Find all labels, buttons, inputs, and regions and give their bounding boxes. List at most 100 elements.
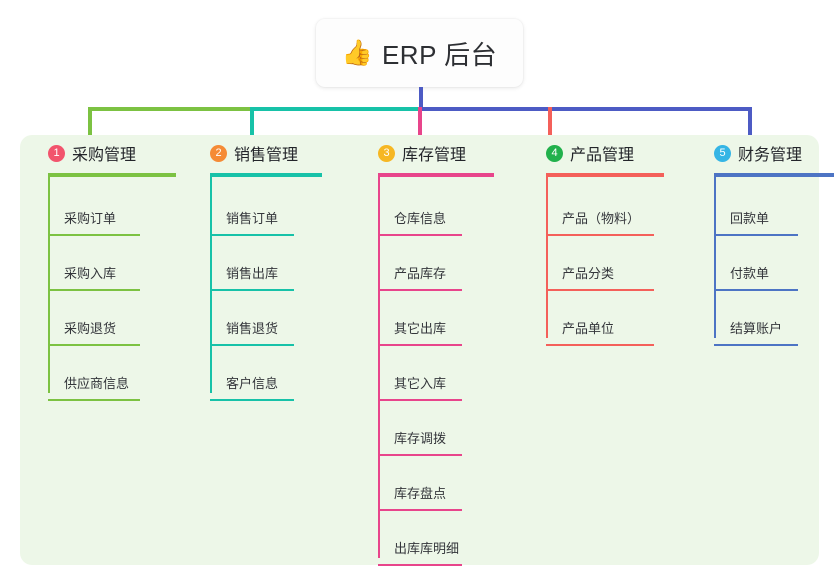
branch-item-rule: [378, 289, 462, 291]
drop-sales: [250, 107, 254, 141]
branch-item-label: 付款单: [730, 266, 770, 281]
branch-item-rule: [210, 289, 294, 291]
branch-title: 产品管理: [570, 147, 635, 164]
root-stem-connector: [419, 87, 423, 111]
branch-item[interactable]: 付款单: [714, 236, 808, 291]
branch-item-label: 其它入库: [394, 376, 447, 391]
branch-item-rule: [546, 234, 654, 236]
teal-segment: [250, 107, 422, 111]
branch-item-rule: [378, 564, 462, 566]
branch-column-2: 2 销售管理销售订单销售出库销售退货客户信息: [192, 135, 352, 401]
branch-item-rule: [714, 344, 798, 346]
branch-item-rule: [546, 289, 654, 291]
branch-item-label: 销售订单: [226, 211, 279, 226]
branch-item-label: 采购入库: [64, 266, 117, 281]
branch-header-3[interactable]: 3 库存管理: [360, 135, 520, 171]
branch-header-rule: [210, 173, 322, 177]
branch-header-rule: [378, 173, 494, 177]
branch-item[interactable]: 采购订单: [48, 181, 150, 236]
branch-column-1: 1 采购管理采购订单采购入库采购退货供应商信息: [30, 135, 190, 401]
branch-item-label: 仓库信息: [394, 211, 447, 226]
branch-item-rule: [378, 399, 462, 401]
branch-item-rule: [714, 234, 798, 236]
branch-item-label: 出库库明细: [394, 541, 460, 556]
branch-item-rule: [378, 234, 462, 236]
branch-item-label: 销售退货: [226, 321, 279, 336]
branch-item-label: 采购退货: [64, 321, 117, 336]
branch-spine: [714, 173, 716, 338]
branch-item[interactable]: 产品单位: [546, 291, 664, 346]
branch-item[interactable]: 产品库存: [378, 236, 472, 291]
branch-spine: [48, 173, 50, 393]
branch-item[interactable]: 产品分类: [546, 236, 664, 291]
branch-item-rule: [546, 344, 654, 346]
branch-item[interactable]: 出库库明细: [378, 511, 472, 566]
branches-panel: 1 采购管理采购订单采购入库采购退货供应商信息 2 销售管理销售订单销售出库销售退货客…: [20, 135, 834, 566]
branch-item-rule: [48, 344, 140, 346]
branch-item-label: 产品单位: [562, 321, 615, 336]
branch-header-2[interactable]: 2 销售管理: [192, 135, 352, 171]
branch-item-rule: [210, 344, 294, 346]
branch-item-label: 客户信息: [226, 376, 279, 391]
drop-product: [548, 107, 552, 141]
branch-title: 采购管理: [72, 147, 137, 164]
branch-item-label: 产品（物料）: [562, 211, 641, 226]
drop-purchase: [88, 107, 92, 141]
branch-item-rule: [210, 399, 294, 401]
branch-spine: [546, 173, 548, 338]
branch-spine: [378, 173, 380, 558]
branch-item-rule: [48, 289, 140, 291]
branch-number-badge: 2: [210, 144, 227, 162]
branch-spine: [210, 173, 212, 393]
branch-title: 财务管理: [738, 147, 803, 164]
branch-header-rule: [48, 173, 176, 177]
branch-item[interactable]: 采购退货: [48, 291, 150, 346]
branch-item[interactable]: 仓库信息: [378, 181, 472, 236]
branch-item[interactable]: 其它入库: [378, 346, 472, 401]
branch-item-label: 库存盘点: [394, 486, 447, 501]
branch-item-rule: [714, 289, 798, 291]
drop-finance: [748, 107, 752, 141]
branch-number-badge: 5: [714, 144, 731, 162]
branch-item[interactable]: 销售退货: [210, 291, 304, 346]
branch-item-label: 其它出库: [394, 321, 447, 336]
branch-item[interactable]: 销售订单: [210, 181, 304, 236]
branch-item-label: 销售出库: [226, 266, 279, 281]
drop-inventory: [418, 107, 422, 141]
branch-item[interactable]: 供应商信息: [48, 346, 150, 401]
branch-item[interactable]: 其它出库: [378, 291, 472, 346]
branch-header-1[interactable]: 1 采购管理: [30, 135, 190, 171]
branch-item[interactable]: 产品（物料）: [546, 181, 664, 236]
branch-item-label: 回款单: [730, 211, 770, 226]
branch-item-rule: [378, 344, 462, 346]
root-node[interactable]: 👍 ERP 后台: [316, 19, 523, 87]
branch-item-label: 产品库存: [394, 266, 447, 281]
branch-item-label: 采购订单: [64, 211, 117, 226]
branch-item[interactable]: 回款单: [714, 181, 808, 236]
branch-item[interactable]: 库存盘点: [378, 456, 472, 511]
thumbs-up-icon: 👍: [341, 38, 373, 67]
branch-header-5[interactable]: 5 财务管理: [696, 135, 839, 171]
branch-number-badge: 1: [48, 144, 65, 162]
branch-item[interactable]: 库存调拨: [378, 401, 472, 456]
root-title: ERP 后台: [381, 39, 498, 70]
branch-column-3: 3 库存管理仓库信息产品库存其它出库其它入库库存调拨库存盘点出库库明细: [360, 135, 520, 566]
branch-title: 库存管理: [402, 147, 467, 164]
branch-item-rule: [48, 399, 140, 401]
branch-number-badge: 3: [378, 144, 395, 162]
branch-item[interactable]: 客户信息: [210, 346, 304, 401]
branch-item[interactable]: 结算账户: [714, 291, 808, 346]
branch-item-rule: [378, 509, 462, 511]
branch-item-rule: [378, 454, 462, 456]
branch-item[interactable]: 销售出库: [210, 236, 304, 291]
branch-item-label: 产品分类: [562, 266, 615, 281]
branch-title: 销售管理: [234, 147, 299, 164]
blue-segment: [420, 107, 752, 111]
branch-column-5: 5 财务管理回款单付款单结算账户: [696, 135, 839, 346]
branch-item[interactable]: 采购入库: [48, 236, 150, 291]
branch-item-label: 库存调拨: [394, 431, 447, 446]
green-segment: [88, 107, 252, 111]
